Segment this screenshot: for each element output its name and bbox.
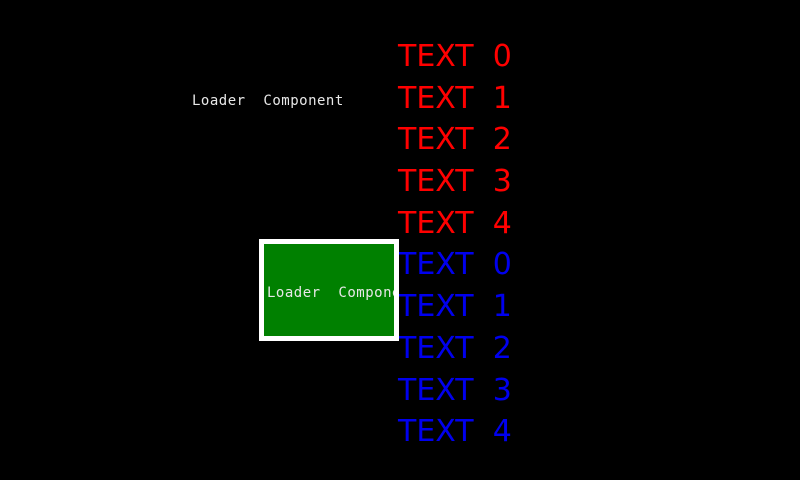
loader-component-box-label: Loader Component <box>267 285 394 301</box>
text-row: TEXT 0 <box>398 39 512 74</box>
text-row: TEXT 3 <box>398 164 512 200</box>
text-row: TEXT 1 <box>398 289 512 325</box>
text-row: TEXT 3 <box>398 372 512 408</box>
text-row: TEXT 0 <box>398 247 512 283</box>
text-item-list: TEXT 0 TEXT 1 TEXT 2 TEXT 3 TEXT 4 TEXT 0 TEXT… <box>398 36 588 453</box>
loader-component-label-top: Loader Component <box>192 93 344 109</box>
text-row: TEXT 4 <box>398 205 512 241</box>
text-row: TEXT 2 <box>398 122 512 158</box>
loader-component-box[interactable]: Loader Component <box>259 239 399 341</box>
text-row: TEXT 4 <box>398 414 512 450</box>
text-row: TEXT 2 <box>398 330 512 366</box>
text-row: TEXT 1 <box>398 80 512 116</box>
